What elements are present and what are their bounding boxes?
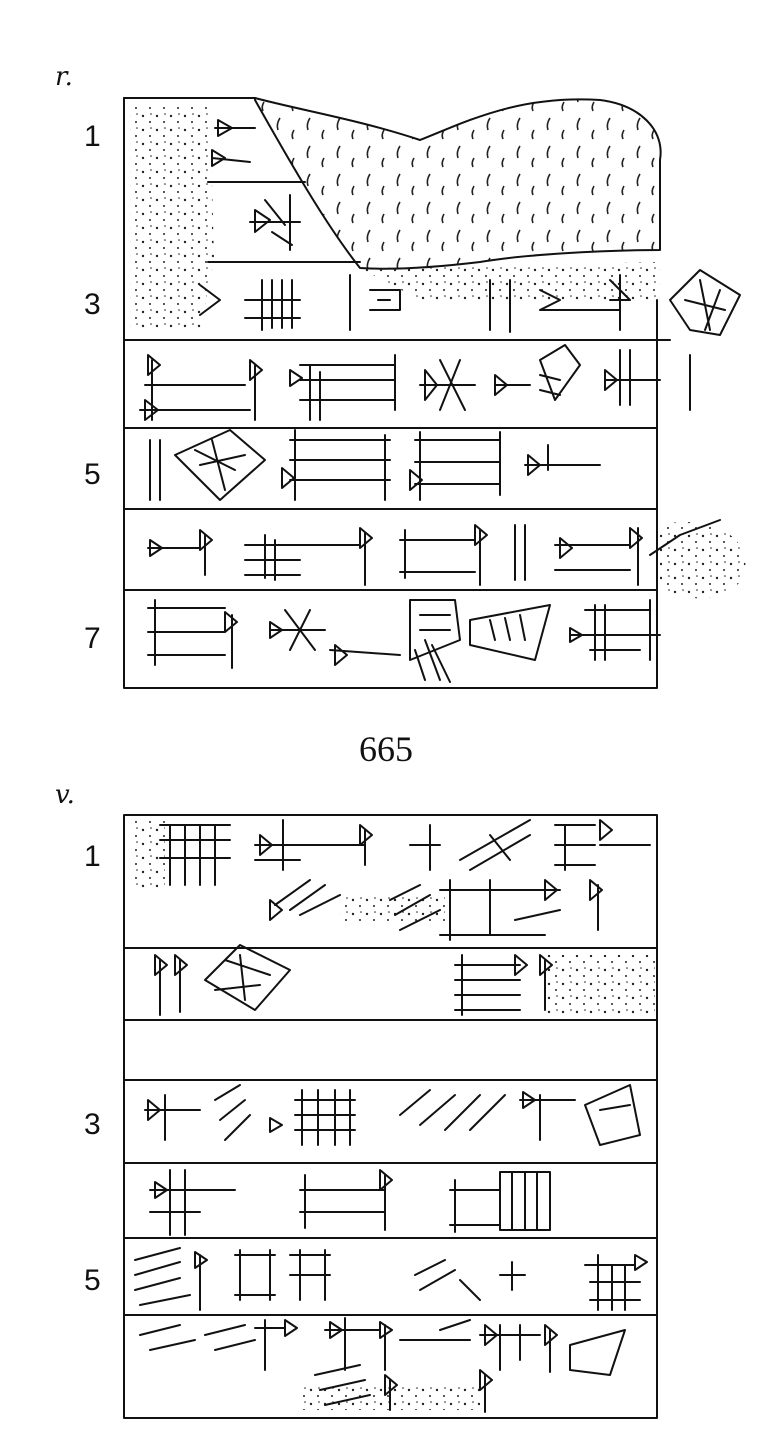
obverse-line-number-3: 3: [84, 288, 101, 321]
catalog-number: 665: [359, 729, 413, 769]
reverse-label: v.: [55, 780, 75, 810]
obverse-line-number-5: 5: [84, 458, 101, 491]
obverse-line-number-1: 1: [84, 120, 101, 153]
reverse-tablet: [123, 814, 658, 1419]
reverse-line-number-3: 3: [84, 1108, 101, 1141]
obverse-label: r.: [55, 62, 73, 92]
reverse-line-number-5: 5: [84, 1264, 101, 1297]
obverse-line-number-7: 7: [84, 622, 101, 655]
obverse-tablet: [123, 97, 746, 689]
reverse-line-number-1: 1: [84, 840, 101, 873]
